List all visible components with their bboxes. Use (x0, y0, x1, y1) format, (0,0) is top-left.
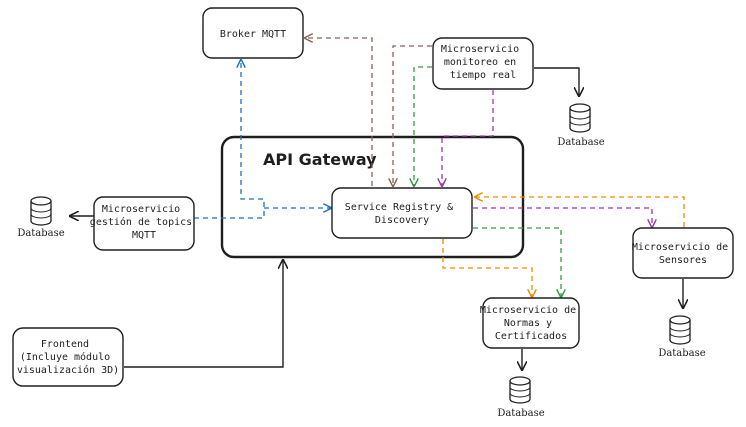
connector-topics-broker (194, 60, 265, 219)
api-gateway-title: API Gateway (263, 150, 377, 169)
database-norms: Database (497, 376, 545, 419)
node-service-registry: Service Registry & Discovery (331, 187, 473, 239)
database-label: Database (658, 348, 705, 359)
connector-registry-sensors (473, 207, 652, 227)
database-icon (669, 315, 691, 345)
node-monitoring-service: Microservicio monitoreo en tiempo real (432, 37, 534, 90)
solid-connectors (70, 67, 683, 370)
connector-registry-broker (305, 38, 373, 186)
connector-sensors-registry (475, 197, 685, 227)
arrow-frontend-gateway (124, 260, 283, 368)
database-topics: Database (17, 196, 65, 239)
database-label: Database (557, 137, 604, 148)
connector-monitoring-registry-brown (393, 45, 432, 186)
connectors (194, 38, 685, 297)
node-topics-service: Microservicio gestión de topics MQTT (90, 196, 198, 251)
norms-label: Microservicio de Normas y Certificados (480, 305, 582, 342)
monitoring-label: Microservicio monitoreo en tiempo real (441, 44, 525, 81)
connector-monitoring-registry-purple (442, 90, 494, 186)
database-sensors: Database (658, 315, 706, 359)
database-icon (509, 376, 531, 404)
node-broker-mqtt: Broker MQTT (202, 7, 304, 59)
connector-monitoring-registry-green (414, 66, 432, 186)
sensors-label: Microservicio de Sensores (632, 242, 734, 266)
arrow-monitoring-db (534, 67, 579, 96)
node-sensors-service: Microservicio de Sensores (632, 227, 734, 279)
broker-label: Broker MQTT (220, 29, 286, 40)
connector-registry-norms-orange (442, 239, 532, 297)
database-label: Database (497, 408, 544, 419)
database-icon (569, 103, 591, 133)
connector-registry-norms-green (473, 227, 561, 297)
database-label: Database (17, 228, 64, 239)
database-monitoring: Database (557, 103, 605, 148)
database-icon (30, 196, 52, 226)
node-norms-service: Microservicio de Normas y Certificados (480, 297, 582, 349)
topics-label: Microservicio gestión de topics MQTT (90, 204, 198, 241)
registry-label: Service Registry & Discovery (345, 202, 459, 226)
node-frontend: Frontend (Incluye módulo visualización 3… (12, 327, 124, 387)
frontend-label: Frontend (Incluye módulo visualización 3… (17, 339, 119, 376)
